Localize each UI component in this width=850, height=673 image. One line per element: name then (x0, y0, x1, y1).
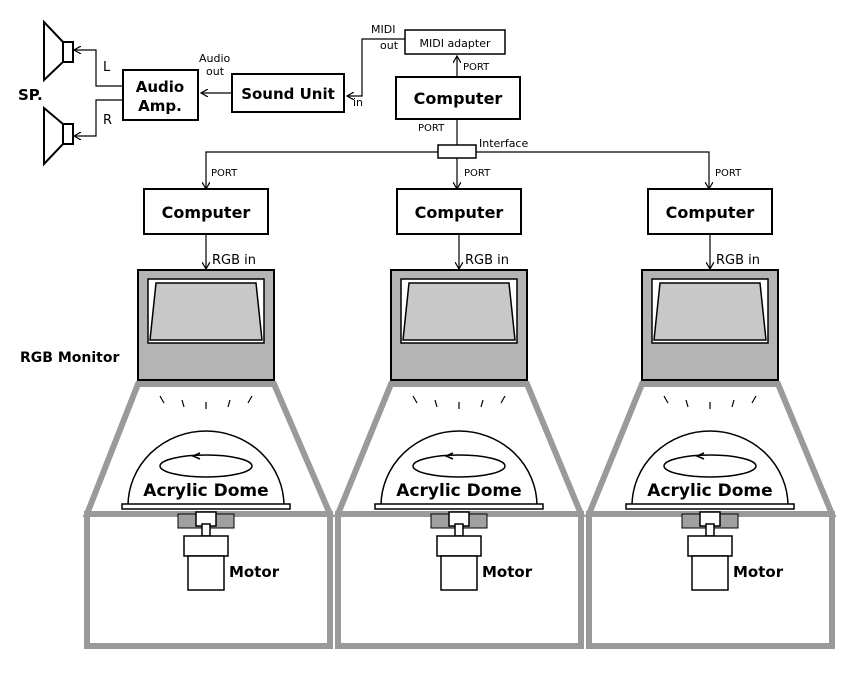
speaker-bottom (43, 105, 74, 167)
midi-adapter-box (404, 29, 506, 55)
light-ray (181, 399, 185, 408)
unit-light-rays (412, 395, 506, 409)
interface-box (437, 144, 477, 159)
sound-unit-label: Sound Unit (241, 85, 335, 103)
light-ray (159, 395, 165, 404)
light-ray (731, 399, 735, 408)
unit-computer-box (143, 188, 269, 235)
unit-rotation-arrow-icon (191, 452, 201, 460)
interface-label: Interface (479, 137, 528, 150)
left-channel-label: L (103, 60, 111, 75)
light-ray (685, 399, 689, 408)
unit-dome-label: Acrylic Dome (143, 481, 268, 501)
unit-rgb-in-label: RGB in (716, 253, 760, 268)
unit-motor-shaft (454, 523, 464, 537)
light-ray (751, 395, 757, 404)
unit-motor-assembly (177, 511, 235, 591)
unit-dome-base-plate (625, 503, 795, 510)
unit-port-label: PORT (211, 168, 238, 179)
speaker-wires (74, 50, 122, 136)
unit-rgb-in-label: RGB in (212, 253, 256, 268)
unit-computer-box (396, 188, 522, 235)
unit-light-rays (663, 395, 757, 409)
audio-amp-line2: Amp. (138, 97, 182, 115)
light-ray (500, 395, 506, 404)
midi-wire (347, 38, 405, 96)
light-ray (480, 399, 484, 408)
interface-bus (206, 151, 709, 189)
unit-motor-head (687, 535, 733, 557)
unit-dome-base-plate (121, 503, 291, 510)
unit-motor-shaft (705, 523, 715, 537)
sound-unit-box (231, 73, 345, 113)
unit-rotation-ellipse (412, 454, 506, 478)
light-ray (412, 395, 418, 404)
right-channel-label: R (103, 113, 112, 128)
unit-acrylic-dome (631, 430, 789, 507)
light-ray (247, 395, 253, 404)
main-computer-label: Computer (414, 89, 503, 108)
audio-out-line2: out (206, 65, 225, 78)
speaker-label: SP. (18, 86, 43, 104)
rgb-monitor-label: RGB Monitor (20, 350, 119, 366)
unit-computer-box (647, 188, 773, 235)
unit-computer-label: Computer (666, 203, 755, 222)
unit-light-rays (159, 395, 253, 409)
unit-acrylic-dome (127, 430, 285, 507)
unit-motor-shaft (201, 523, 211, 537)
unit-rgb-monitor (390, 269, 528, 381)
unit-port-label: PORT (715, 168, 742, 179)
midi-adapter-label: MIDI adapter (420, 37, 491, 50)
unit-motor-label: Motor (229, 563, 280, 581)
midi-adapter-port-label: PORT (463, 62, 490, 73)
unit-motor-body (440, 555, 478, 591)
unit-motor-body (187, 555, 225, 591)
unit-motor-head (183, 535, 229, 557)
unit-rotation-ellipse (159, 454, 253, 478)
light-ray (434, 399, 438, 408)
unit-motor-label: Motor (733, 563, 784, 581)
unit-dome-label: Acrylic Dome (396, 481, 521, 501)
audio-amp-box (122, 69, 199, 121)
unit-monitor-screen (149, 282, 263, 341)
sound-unit-in-label: in (353, 96, 363, 109)
unit-acrylic-dome (380, 430, 538, 507)
audio-out-line1: Audio (199, 52, 231, 65)
unit-monitor-screen (402, 282, 516, 341)
unit-computer-label: Computer (162, 203, 251, 222)
audio-amp-line1: Audio (136, 78, 184, 96)
midi-out-line2: out (380, 39, 399, 52)
main-computer-port-label: PORT (418, 123, 445, 134)
unit-motor-body (691, 555, 729, 591)
light-ray (227, 399, 231, 408)
unit-rotation-arrow-icon (695, 452, 705, 460)
unit-motor-head (436, 535, 482, 557)
unit-motor-assembly (681, 511, 739, 591)
unit-dome-label: Acrylic Dome (647, 481, 772, 501)
unit-port-label: PORT (464, 168, 491, 179)
unit-monitor-screen (653, 282, 767, 341)
unit-rgb-in-label: RGB in (465, 253, 509, 268)
midi-out-line1: MIDI (371, 23, 395, 36)
unit-computer-label: Computer (415, 203, 504, 222)
unit-dome-base-plate (374, 503, 544, 510)
speaker-top (43, 19, 74, 83)
unit-rgb-monitor (641, 269, 779, 381)
unit-rotation-ellipse (663, 454, 757, 478)
unit-motor-label: Motor (482, 563, 533, 581)
unit-rgb-monitor (137, 269, 275, 381)
light-ray (663, 395, 669, 404)
main-computer-box (395, 76, 521, 120)
unit-rotation-arrow-icon (444, 452, 454, 460)
unit-motor-assembly (430, 511, 488, 591)
